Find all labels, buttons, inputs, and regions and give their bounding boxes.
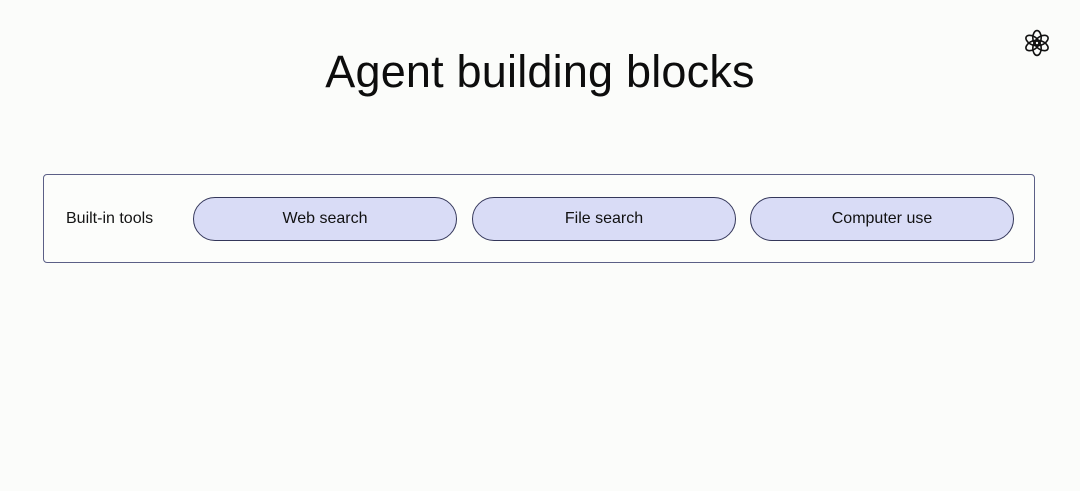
web-search-pill[interactable]: Web search [193,197,457,241]
built-in-tools-label: Built-in tools [66,210,154,227]
slide-title: Agent building blocks [325,46,755,97]
file-search-pill[interactable]: File search [472,197,736,241]
computer-use-pill[interactable]: Computer use [750,197,1014,241]
openai-logo-icon [1022,28,1052,58]
built-in-tools-row: Built-in tools Web search File search Co… [43,174,1035,263]
